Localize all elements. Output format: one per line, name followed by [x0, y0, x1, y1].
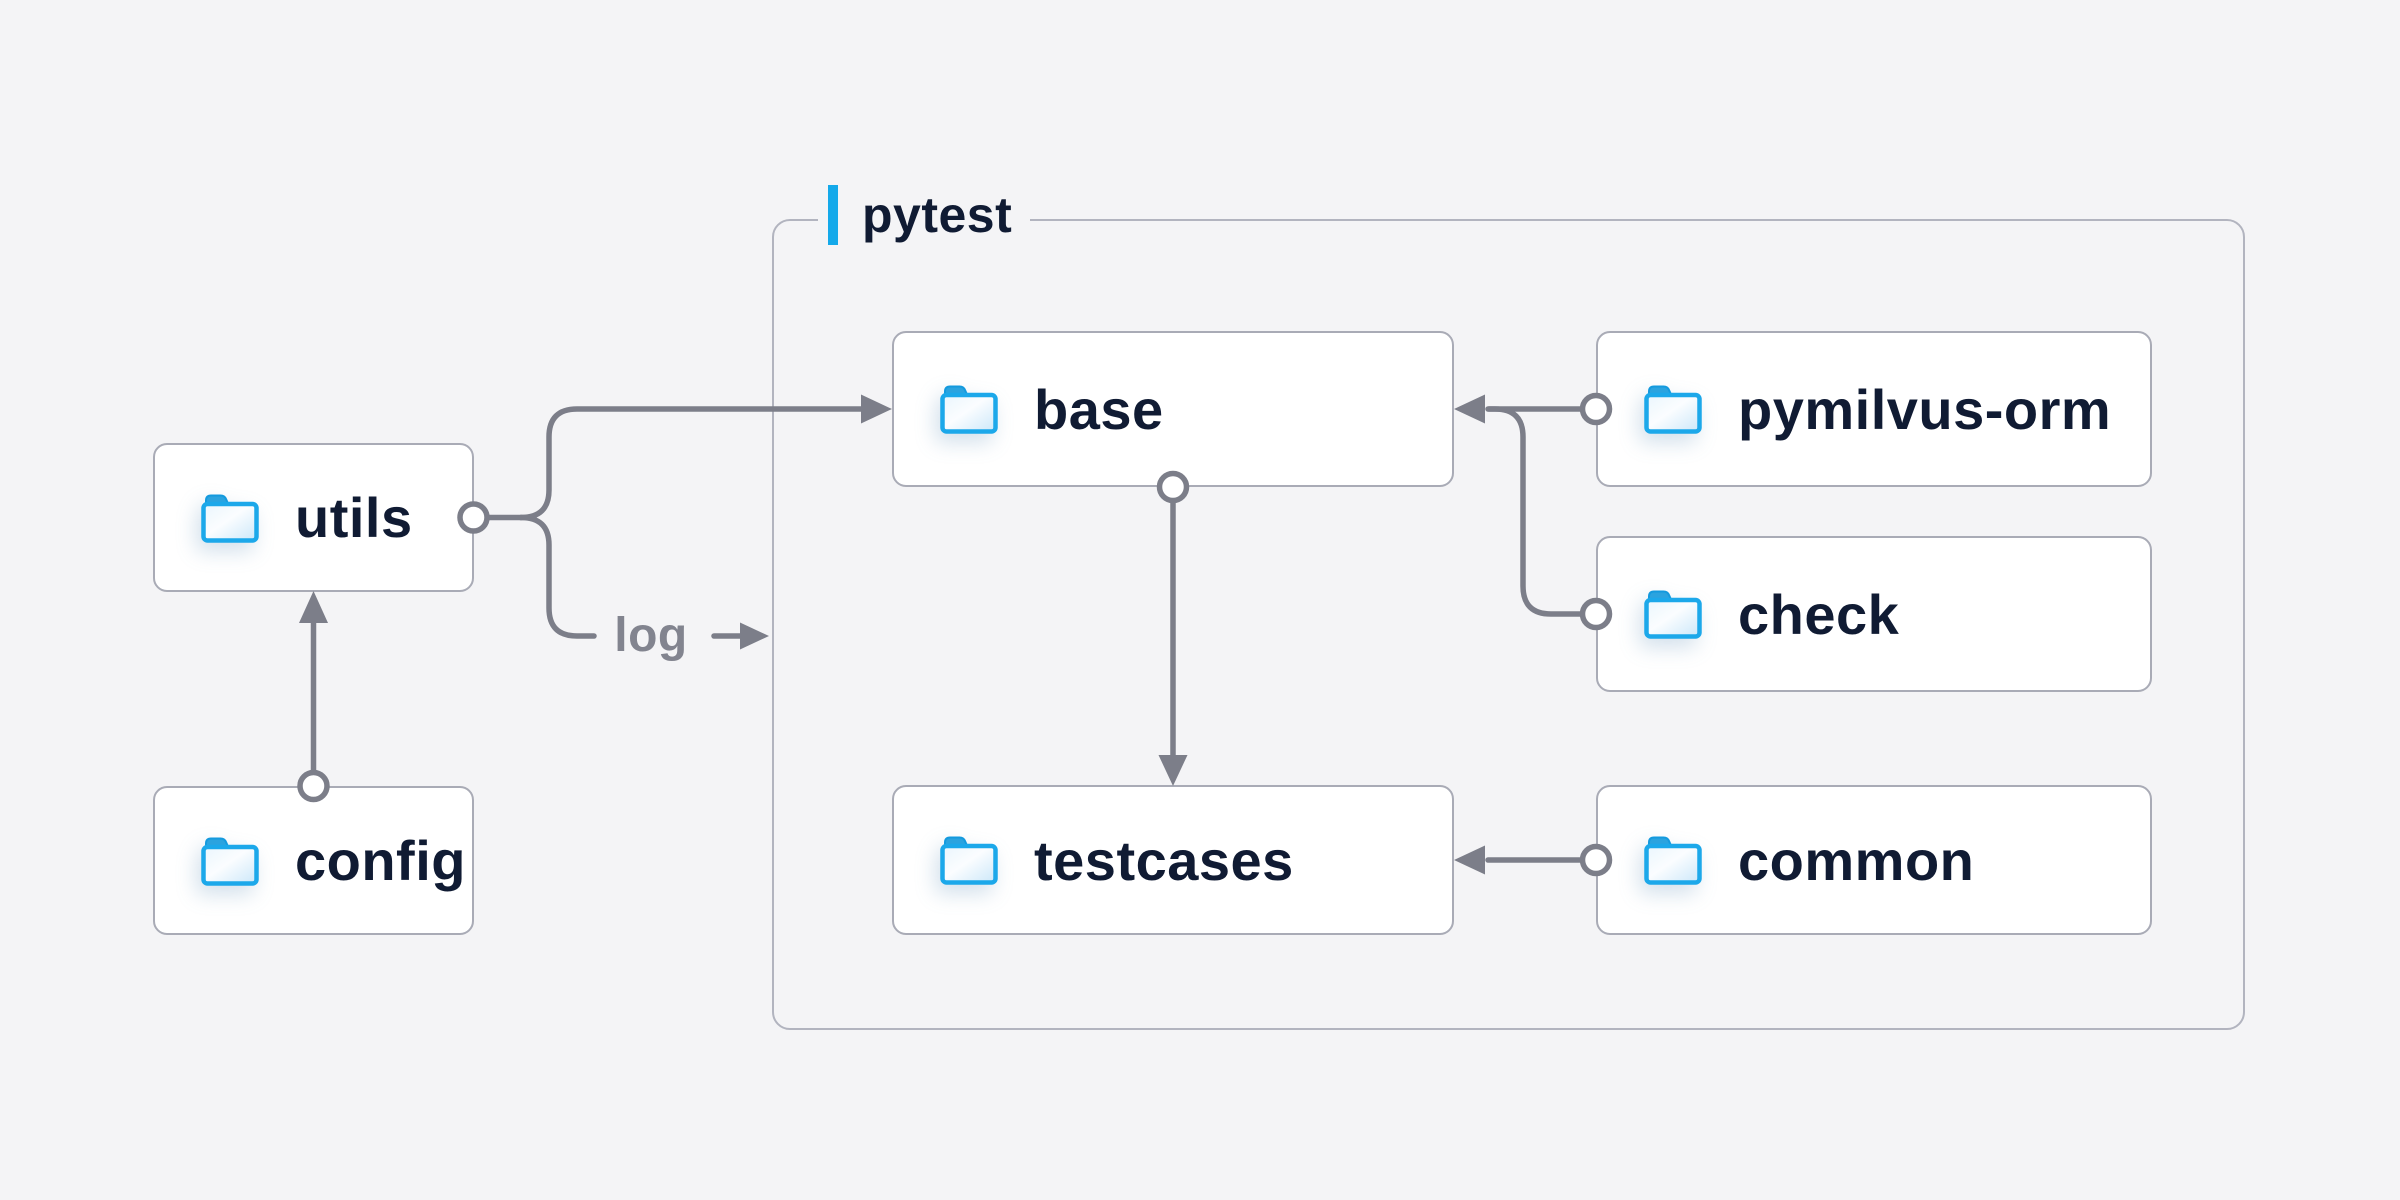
node-pymilvus-orm: pymilvus-orm: [1596, 331, 2152, 487]
arrowhead-right-icon: [740, 622, 769, 650]
folder-icon: [938, 833, 1000, 887]
group-label-text: pytest: [862, 187, 1013, 243]
accent-bar-icon: [828, 185, 838, 245]
node-base: base: [892, 331, 1454, 487]
node-label: base: [1034, 377, 1164, 441]
arrowhead-up-icon: [299, 591, 328, 623]
folder-icon: [1642, 833, 1704, 887]
folder-icon: [199, 491, 261, 545]
node-common: common: [1596, 785, 2152, 935]
node-label: pymilvus-orm: [1738, 377, 2112, 441]
edge-label-log: log: [614, 609, 688, 662]
pytest-group-box: [772, 219, 2245, 1030]
node-label: utils: [295, 486, 413, 549]
folder-icon: [1642, 587, 1704, 641]
folder-icon: [1642, 382, 1704, 436]
node-label: config: [295, 829, 466, 892]
pytest-group-label: pytest: [818, 185, 1031, 245]
folder-icon: [199, 834, 261, 888]
folder-icon: [938, 382, 1000, 436]
node-label: testcases: [1034, 828, 1294, 892]
node-config: config: [153, 786, 474, 935]
node-utils: utils: [153, 443, 474, 592]
edge-utils-log: [518, 514, 597, 639]
node-label: check: [1738, 582, 1900, 646]
node-label: common: [1738, 828, 1975, 892]
node-testcases: testcases: [892, 785, 1454, 935]
node-check: check: [1596, 536, 2152, 692]
